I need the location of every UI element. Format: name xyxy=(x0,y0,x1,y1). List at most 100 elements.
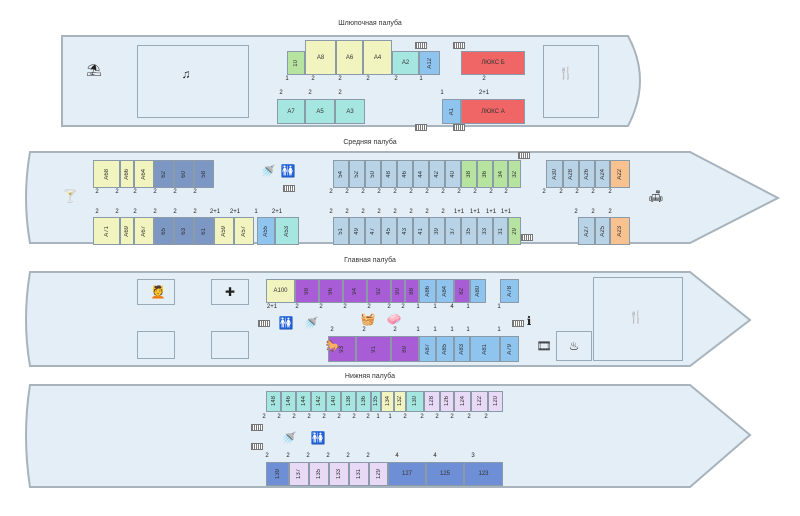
cabin-135[interactable]: 135 xyxy=(371,391,381,412)
cabin-35[interactable]: 35 xyxy=(461,217,477,245)
cabin-131[interactable]: 131 xyxy=(349,462,369,486)
cabin-40[interactable]: 40 xyxy=(445,160,461,188)
cabin-A80[interactable]: A80 xyxy=(470,279,486,303)
cabin-142[interactable]: 142 xyxy=(311,391,326,412)
cabin-31[interactable]: 31 xyxy=(493,217,508,245)
cabin-A23[interactable]: A23 xyxy=(610,217,630,245)
cabin-A78[interactable]: A78 xyxy=(500,279,519,303)
cabin-A100[interactable]: A100 xyxy=(266,279,295,303)
cabin-65[interactable]: 65 xyxy=(154,217,174,245)
cabin-A8[interactable]: A8 xyxy=(305,40,336,75)
cabin-A79[interactable]: A79 xyxy=(500,336,519,362)
cabin-A25[interactable]: A25 xyxy=(595,217,610,245)
cabin-A3[interactable]: A3 xyxy=(335,99,365,124)
cabin-123[interactable]: 123 xyxy=(464,462,503,486)
cabin-10[interactable]: 10 xyxy=(287,51,305,75)
cabin-ЛЮКС А[interactable]: ЛЮКС А xyxy=(461,99,525,124)
cabin-42[interactable]: 42 xyxy=(429,160,445,188)
cabin-34[interactable]: 34 xyxy=(493,160,508,188)
cabin-A83[interactable]: A83 xyxy=(454,336,470,362)
cabin-54[interactable]: 54 xyxy=(333,160,349,188)
cabin-88[interactable]: 88 xyxy=(405,279,419,303)
cabin-98[interactable]: 98 xyxy=(295,279,319,303)
cabin-49[interactable]: 49 xyxy=(349,217,365,245)
cabin-89[interactable]: 89 xyxy=(391,336,419,362)
cabin-135[interactable]: 135 xyxy=(309,462,329,486)
cabin-93[interactable]: 93 xyxy=(328,336,356,362)
cabin-129[interactable]: 129 xyxy=(369,462,388,486)
cabin-46[interactable]: 46 xyxy=(397,160,413,188)
cabin-90[interactable]: 90 xyxy=(391,279,405,303)
cabin-A71[interactable]: A71 xyxy=(93,217,120,245)
cabin-A2[interactable]: A2 xyxy=(392,51,419,75)
cabin-61[interactable]: 61 xyxy=(194,217,214,245)
cabin-A4[interactable]: A4 xyxy=(363,40,392,75)
cabin-44[interactable]: 44 xyxy=(413,160,429,188)
cabin-A30[interactable]: A30 xyxy=(546,160,563,188)
cabin-94[interactable]: 94 xyxy=(343,279,367,303)
cabin-A86[interactable]: A86 xyxy=(419,279,436,303)
cabin-140[interactable]: 140 xyxy=(326,391,341,412)
cabin-41[interactable]: 41 xyxy=(413,217,429,245)
cabin-A1[interactable]: A1 xyxy=(442,99,461,124)
cabin-120[interactable]: 120 xyxy=(488,391,503,412)
cabin-127[interactable]: 127 xyxy=(388,462,426,486)
cabin-96[interactable]: 96 xyxy=(319,279,343,303)
cabin-122[interactable]: 122 xyxy=(471,391,488,412)
cabin-A12[interactable]: A12 xyxy=(419,51,440,75)
cabin-37[interactable]: 37 xyxy=(445,217,461,245)
cabin-A69[interactable]: A69 xyxy=(120,217,134,245)
cabin-A27[interactable]: A27 xyxy=(578,217,595,245)
cabin-130[interactable]: 130 xyxy=(406,391,424,412)
cabin-60[interactable]: 60 xyxy=(174,160,194,188)
cabin-144[interactable]: 144 xyxy=(296,391,311,412)
cabin-133[interactable]: 133 xyxy=(329,462,349,486)
cabin-51[interactable]: 51 xyxy=(333,217,349,245)
cabin-A68[interactable]: A68 xyxy=(93,160,120,188)
cabin-A55[interactable]: A55 xyxy=(257,217,275,245)
cabin-A64[interactable]: A64 xyxy=(134,160,154,188)
cabin-ЛЮКС Б[interactable]: ЛЮКС Б xyxy=(461,51,525,75)
cabin-136[interactable]: 136 xyxy=(356,391,371,412)
cabin-A28[interactable]: A28 xyxy=(563,160,579,188)
cabin-39[interactable]: 39 xyxy=(429,217,445,245)
cabin-A53[interactable]: A53 xyxy=(275,217,299,245)
cabin-139[interactable]: 139 xyxy=(266,462,289,486)
cabin-A84[interactable]: A84 xyxy=(436,279,454,303)
cabin-36[interactable]: 36 xyxy=(477,160,493,188)
cabin-132[interactable]: 132 xyxy=(394,391,406,412)
cabin-A57[interactable]: A57 xyxy=(234,217,254,245)
cabin-A59[interactable]: A59 xyxy=(214,217,234,245)
cabin-146[interactable]: 146 xyxy=(281,391,296,412)
cabin-A81[interactable]: A81 xyxy=(470,336,500,362)
cabin-52[interactable]: 52 xyxy=(349,160,365,188)
cabin-A24[interactable]: A24 xyxy=(595,160,610,188)
cabin-A5[interactable]: A5 xyxy=(305,99,335,124)
cabin-29[interactable]: 29 xyxy=(508,217,521,245)
cabin-137[interactable]: 137 xyxy=(289,462,309,486)
cabin-148[interactable]: 148 xyxy=(266,391,281,412)
cabin-58[interactable]: 58 xyxy=(194,160,214,188)
cabin-128[interactable]: 128 xyxy=(424,391,440,412)
cabin-138[interactable]: 138 xyxy=(341,391,356,412)
cabin-47[interactable]: 47 xyxy=(365,217,381,245)
cabin-A26[interactable]: A26 xyxy=(579,160,595,188)
cabin-124[interactable]: 124 xyxy=(454,391,471,412)
cabin-134[interactable]: 134 xyxy=(381,391,394,412)
cabin-A7[interactable]: A7 xyxy=(277,99,305,124)
cabin-A22[interactable]: A22 xyxy=(610,160,630,188)
cabin-A66[interactable]: A66 xyxy=(120,160,134,188)
cabin-32[interactable]: 32 xyxy=(508,160,521,188)
cabin-38[interactable]: 38 xyxy=(461,160,477,188)
cabin-43[interactable]: 43 xyxy=(397,217,413,245)
cabin-48[interactable]: 48 xyxy=(381,160,397,188)
cabin-62[interactable]: 62 xyxy=(154,160,174,188)
cabin-50[interactable]: 50 xyxy=(365,160,381,188)
cabin-126[interactable]: 126 xyxy=(440,391,454,412)
cabin-A6[interactable]: A6 xyxy=(336,40,363,75)
cabin-82[interactable]: 82 xyxy=(454,279,470,303)
cabin-A87[interactable]: A87 xyxy=(419,336,436,362)
cabin-33[interactable]: 33 xyxy=(477,217,493,245)
cabin-91[interactable]: 91 xyxy=(356,336,391,362)
cabin-A67[interactable]: A67 xyxy=(134,217,154,245)
